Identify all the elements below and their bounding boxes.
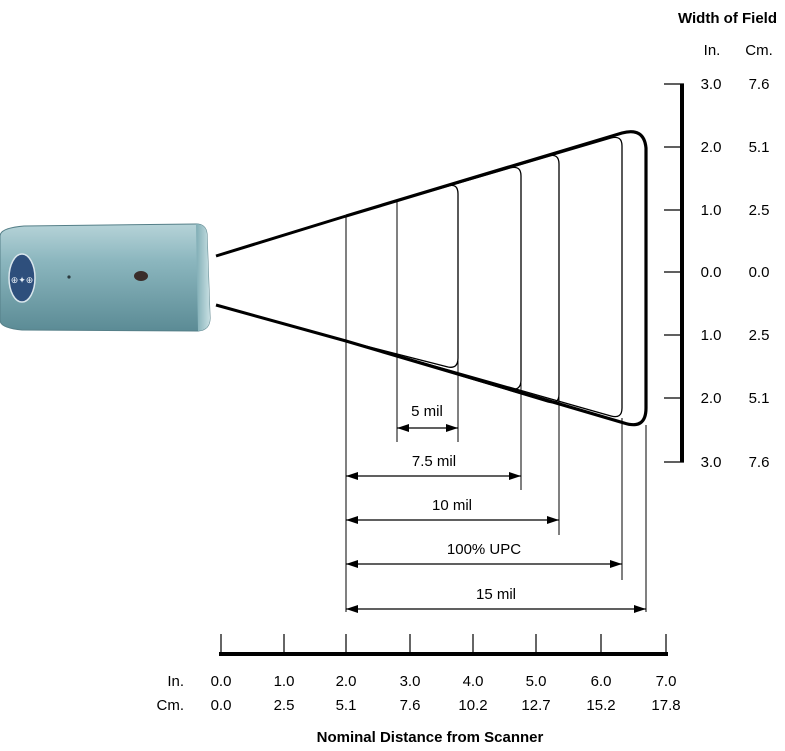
range-arrow-5-mil bbox=[397, 424, 458, 432]
distance-tick-in: 2.0 bbox=[336, 673, 357, 690]
distance-tick-in: 1.0 bbox=[274, 673, 295, 690]
width-tick-in: 3.0 bbox=[701, 454, 722, 471]
distance-tick-cm: 12.7 bbox=[521, 697, 550, 714]
distance-tick-in: 7.0 bbox=[656, 673, 677, 690]
width-tick-in: 2.0 bbox=[701, 139, 722, 156]
distance-tick-in: 5.0 bbox=[526, 673, 547, 690]
scanner-face bbox=[196, 224, 210, 331]
width-axis-title: Width of Field bbox=[678, 10, 777, 27]
range-label-5-mil: 5 mil bbox=[411, 403, 443, 420]
range-label-100-upc: 100% UPC bbox=[447, 541, 521, 558]
distance-tick-in: 4.0 bbox=[463, 673, 484, 690]
width-tick-cm: 0.0 bbox=[749, 264, 770, 281]
range-arrow-15-mil bbox=[346, 605, 646, 613]
scanner-dot-icon bbox=[67, 275, 71, 279]
width-tick-in: 0.0 bbox=[701, 264, 722, 281]
distance-tick-in: 0.0 bbox=[211, 673, 232, 690]
width-tick-in: 2.0 bbox=[701, 390, 722, 407]
scan-zones bbox=[345, 130, 648, 427]
width-tick-cm: 5.1 bbox=[749, 139, 770, 156]
distance-tick-cm: 10.2 bbox=[458, 697, 487, 714]
distance-tick-cm: 5.1 bbox=[336, 697, 357, 714]
width-tick-cm: 2.5 bbox=[749, 327, 770, 344]
range-label-15-mil: 15 mil bbox=[476, 586, 516, 603]
range-arrow-100-upc bbox=[346, 560, 622, 568]
distance-tick-in: 6.0 bbox=[591, 673, 612, 690]
width-tick-cm: 7.6 bbox=[749, 454, 770, 471]
scan-zone-7-5-mil bbox=[345, 166, 522, 390]
scan-zone-15-mil bbox=[345, 130, 648, 427]
width-axis-unit-cm: Cm. bbox=[745, 42, 773, 59]
distance-tick-cm: 0.0 bbox=[211, 697, 232, 714]
scan-zone-100-upc bbox=[345, 136, 623, 418]
distance-axis-title: Nominal Distance from Scanner bbox=[317, 729, 544, 746]
range-arrow-7-5-mil bbox=[346, 472, 521, 480]
range-arrow-10-mil bbox=[346, 516, 559, 524]
scanner-badge-glyphs: ⊕✦⊕ bbox=[11, 275, 34, 285]
beam-upper-line bbox=[215, 214, 347, 258]
width-tick-cm: 2.5 bbox=[749, 202, 770, 219]
beam-lower-line bbox=[215, 303, 347, 343]
scanner-led-icon bbox=[134, 271, 148, 281]
distance-axis-unit-in: In. bbox=[167, 673, 184, 690]
scan-zone-5-mil bbox=[345, 184, 459, 368]
width-tick-in: 1.0 bbox=[701, 202, 722, 219]
distance-axis-unit-cm: Cm. bbox=[157, 697, 185, 714]
distance-axis bbox=[219, 634, 668, 656]
width-tick-in: 3.0 bbox=[701, 76, 722, 93]
distance-tick-in: 3.0 bbox=[400, 673, 421, 690]
distance-tick-cm: 17.8 bbox=[651, 697, 680, 714]
width-axis bbox=[664, 83, 684, 463]
range-label-10-mil: 10 mil bbox=[432, 497, 472, 514]
distance-tick-cm: 7.6 bbox=[400, 697, 421, 714]
scan-zone-10-mil bbox=[345, 154, 560, 404]
scanner-badge-icon bbox=[8, 253, 36, 303]
width-tick-cm: 7.6 bbox=[749, 76, 770, 93]
distance-tick-cm: 15.2 bbox=[586, 697, 615, 714]
range-marker-lines bbox=[345, 201, 647, 612]
width-axis-unit-in: In. bbox=[704, 42, 721, 59]
width-tick-cm: 5.1 bbox=[749, 390, 770, 407]
distance-tick-cm: 2.5 bbox=[274, 697, 295, 714]
scanner-device: ⊕✦⊕ bbox=[0, 223, 211, 332]
width-tick-in: 1.0 bbox=[701, 327, 722, 344]
range-label-7-5-mil: 7.5 mil bbox=[412, 453, 456, 470]
range-arrows bbox=[346, 424, 646, 613]
